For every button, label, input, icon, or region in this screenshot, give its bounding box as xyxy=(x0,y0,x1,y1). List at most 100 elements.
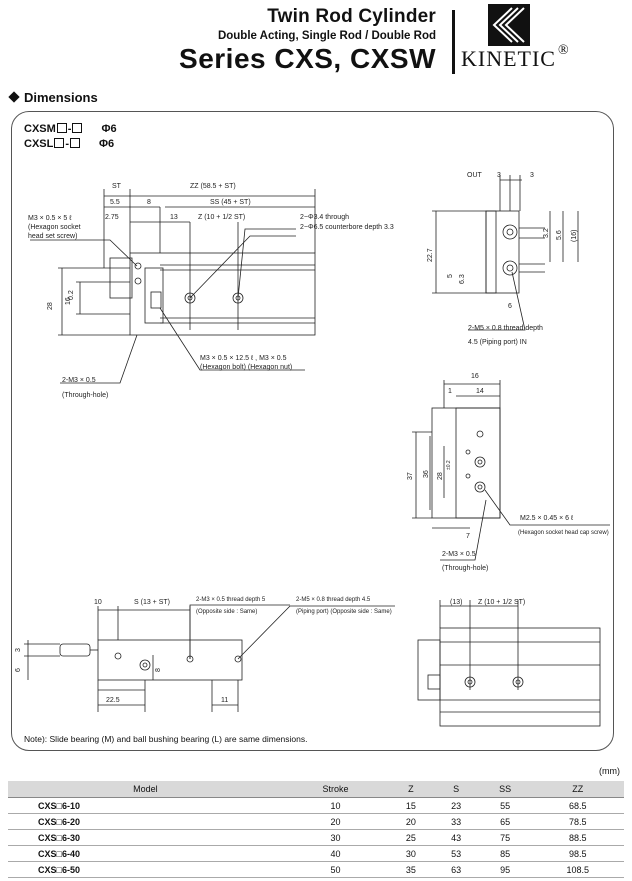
col-z: Z xyxy=(388,781,434,798)
label-head-set: head set screw) xyxy=(28,233,77,240)
label-5-6: 5.6 xyxy=(556,230,563,240)
cell-z: 20 xyxy=(388,813,434,830)
cell-s: 43 xyxy=(433,829,479,846)
cell-zz: 68.5 xyxy=(531,797,624,814)
label-16b: 16 xyxy=(471,373,479,380)
label-22-7: 22.7 xyxy=(427,248,434,262)
label-36: 36 xyxy=(423,470,430,478)
label-3-2: 3.2 xyxy=(543,228,550,238)
label-hex-bolt-desc: (Hexagon bolt) (Hexagon nut) xyxy=(200,364,292,371)
col-ss: SS xyxy=(478,781,532,798)
cell-zz: 108.5 xyxy=(531,861,624,878)
cell-ss: 85 xyxy=(478,845,532,862)
section-heading: Dimensions xyxy=(8,90,98,105)
label-2-75: 2.75 xyxy=(105,214,119,221)
label-13b: (13) xyxy=(450,599,462,606)
label-hex-socket: (Hexagon socket xyxy=(28,224,81,231)
label-through-hole: (Through-hole) xyxy=(62,392,108,399)
label-13: 13 xyxy=(170,214,178,221)
label-28: 28 xyxy=(47,302,54,310)
col-model: Model xyxy=(8,781,283,798)
label-0-2: 0.2 xyxy=(68,290,75,300)
label-z: Z (10 + 1/2 ST) xyxy=(198,214,245,221)
label-6c: 6 xyxy=(15,668,22,672)
label-cap-screw: (Hexagon socket head cap screw) xyxy=(518,530,609,536)
cell-ss: 55 xyxy=(478,797,532,814)
label-7: 7 xyxy=(466,533,470,540)
label-s: S (13 + ST) xyxy=(134,599,170,606)
table-header-row: Model Stroke Z S SS ZZ xyxy=(8,781,624,798)
series-title: Series CXS, CXSW xyxy=(179,43,436,74)
label-3a: 3 xyxy=(497,172,501,179)
label-37: 37 xyxy=(407,472,414,480)
cell-model: CXS□6-50 xyxy=(8,861,283,878)
bearing-note: Note): Slide bearing (M) and ball bushin… xyxy=(24,734,308,744)
label-hex-bolt: M3 × 0.5 × 12.5 ℓ , M3 × 0.5 xyxy=(200,355,287,362)
label-8c: 8 xyxy=(155,668,162,672)
cell-ss: 95 xyxy=(478,861,532,878)
brand-name: KINETIC® xyxy=(461,42,570,71)
label-m2-5: M2.5 × 0.45 × 6 ℓ xyxy=(520,515,574,522)
label-22-5: 22.5 xyxy=(106,697,120,704)
cell-zz: 98.5 xyxy=(531,845,624,862)
cell-stroke: 30 xyxy=(282,829,389,846)
label-through-hole-b: (Through-hole) xyxy=(442,565,488,572)
title-line-1: Twin Rod Cylinder xyxy=(267,6,436,27)
label-5-5: 5.5 xyxy=(110,199,120,206)
cell-z: 15 xyxy=(388,797,434,814)
label-m3-hex: M3 × 0.5 × 5 ℓ xyxy=(28,215,72,222)
cell-model: CXS□6-40 xyxy=(8,845,283,862)
label-zb: Z (10 + 1/2 ST) xyxy=(478,599,525,606)
label-11: 11 xyxy=(221,697,228,704)
cell-s: 33 xyxy=(433,813,479,830)
label-10: 10 xyxy=(94,599,102,606)
title-line-2: Double Acting, Single Rod / Double Rod xyxy=(217,30,436,42)
cell-model: CXS□6-20 xyxy=(8,813,283,830)
cell-z: 30 xyxy=(388,845,434,862)
cell-model: CXS□6-10 xyxy=(8,797,283,814)
cell-stroke: 40 xyxy=(282,845,389,862)
col-zz: ZZ xyxy=(531,781,624,798)
label-m3-through: 2-M3 × 0.5 xyxy=(62,377,96,384)
label-m5-port-in: 4.5 (Piping port) IN xyxy=(468,339,527,346)
label-5: 5 xyxy=(447,274,454,278)
label-zz: ZZ (58.5 + ST) xyxy=(190,183,236,190)
cell-ss: 65 xyxy=(478,813,532,830)
kinetic-logo-icon xyxy=(488,4,530,46)
cell-s: 23 xyxy=(433,797,479,814)
cell-z: 25 xyxy=(388,829,434,846)
unit-label: (mm) xyxy=(599,766,620,776)
cell-z: 35 xyxy=(388,861,434,878)
label-m3-depth: 2-M3 × 0.5 thread depth 5 xyxy=(196,597,266,603)
cell-stroke: 20 xyxy=(282,813,389,830)
label-1: 1 xyxy=(448,388,452,395)
cell-ss: 75 xyxy=(478,829,532,846)
cell-stroke: 10 xyxy=(282,797,389,814)
label-3c: 3 xyxy=(15,648,22,652)
label-ss: SS (45 + ST) xyxy=(210,199,251,206)
model-label-l: CXSL-Φ6 xyxy=(24,138,115,150)
label-m5-opposite: (Piping port) (Opposite side : Same) xyxy=(296,609,392,615)
label-8: 8 xyxy=(147,199,151,206)
label-28b: 28 xyxy=(437,472,444,480)
col-s: S xyxy=(433,781,479,798)
label-m3-opposite: (Opposite side : Same) xyxy=(196,609,257,615)
cell-model: CXS□6-30 xyxy=(8,829,283,846)
model-label-m: CXSM-Φ6 xyxy=(24,123,117,135)
label-16: 16 xyxy=(65,297,72,305)
dimensions-panel xyxy=(11,111,614,751)
label-counterbore: 2−Φ6.5 counterbore depth 3.3 xyxy=(300,224,394,231)
col-stroke: Stroke xyxy=(282,781,389,798)
label-m3b: 2-M3 × 0.5 xyxy=(442,551,476,558)
label-st: ST xyxy=(112,183,122,190)
label-m5-port: 2-M5 × 0.8 thread depth xyxy=(468,325,543,332)
cell-s: 63 xyxy=(433,861,479,878)
header-divider xyxy=(452,10,455,74)
cell-s: 53 xyxy=(433,845,479,862)
